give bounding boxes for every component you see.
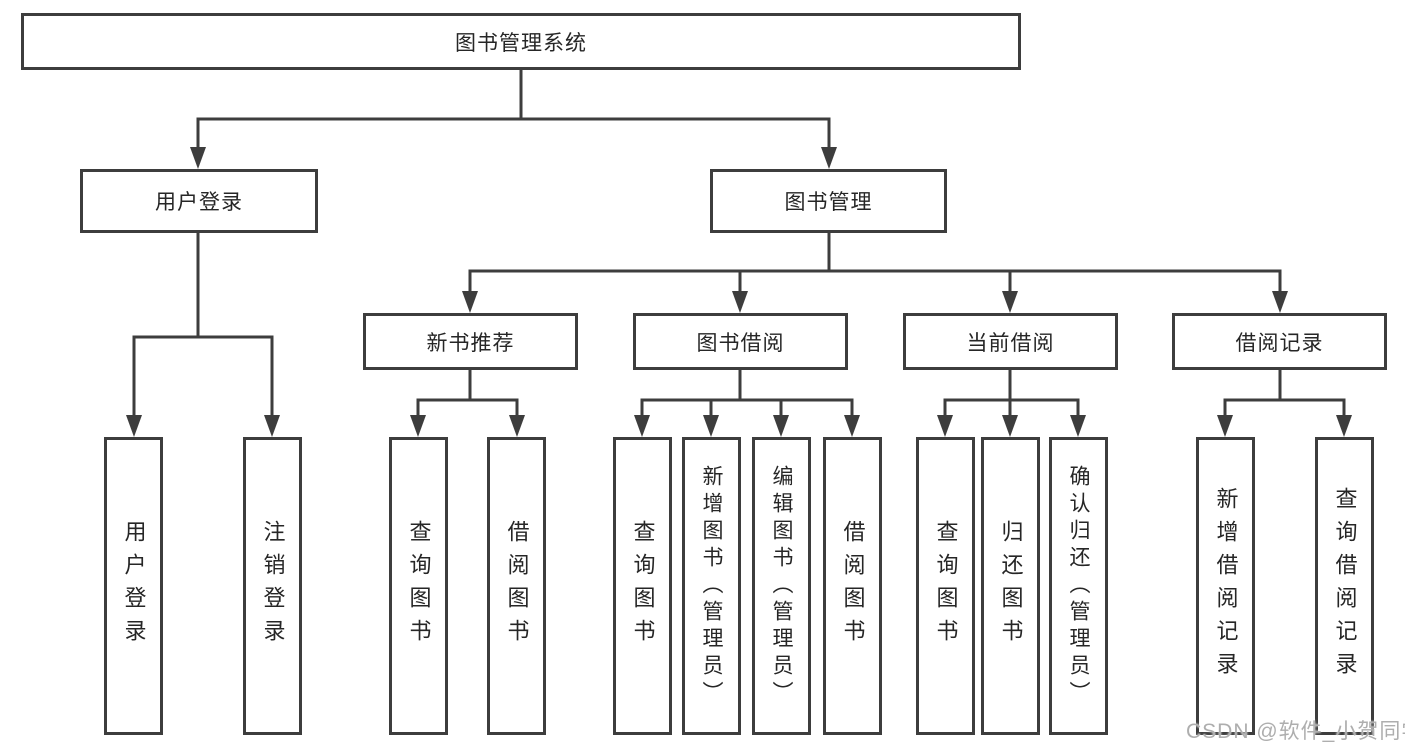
node-br-query-record: 查询借阅记录 xyxy=(1315,437,1374,735)
node-bb-edit-books-admin: 编辑图书（管理员） xyxy=(752,437,811,735)
node-label: 借阅图书 xyxy=(840,520,866,652)
node-br-add-record: 新增借阅记录 xyxy=(1196,437,1255,735)
node-label: 查询图书 xyxy=(406,520,432,652)
node-label: 当前借阅 xyxy=(966,331,1055,355)
node-book-borrow: 图书借阅 xyxy=(633,313,848,370)
node-label: 注销登录 xyxy=(260,520,286,652)
node-rec-borrow-books: 借阅图书 xyxy=(487,437,546,735)
node-bb-borrow-books: 借阅图书 xyxy=(823,437,882,735)
node-cb-return-books: 归还图书 xyxy=(981,437,1040,735)
node-current-borrow: 当前借阅 xyxy=(903,313,1118,370)
node-library-management-system: 图书管理系统 xyxy=(21,13,1021,70)
node-label: 图书借阅 xyxy=(696,331,785,355)
csdn-watermark: CSDN @软件_小贺同学 xyxy=(1186,720,1405,743)
node-book-management: 图书管理 xyxy=(710,169,947,233)
node-bb-query-books: 查询图书 xyxy=(613,437,672,735)
node-user-login-leaf: 用户登录 xyxy=(104,437,163,735)
node-new-book-recommend: 新书推荐 xyxy=(363,313,578,370)
node-borrow-record: 借阅记录 xyxy=(1172,313,1387,370)
node-label: 确认归还（管理员） xyxy=(1067,464,1090,708)
node-rec-query-books: 查询图书 xyxy=(389,437,448,735)
node-cb-confirm-return-admin: 确认归还（管理员） xyxy=(1049,437,1108,735)
node-label: 图书管理 xyxy=(784,191,873,214)
node-label: 查询借阅记录 xyxy=(1332,487,1358,685)
node-cb-query-books: 查询图书 xyxy=(916,437,975,735)
node-label: 借阅图书 xyxy=(504,520,530,652)
node-label: 用户登录 xyxy=(121,520,147,652)
node-label: 归还图书 xyxy=(998,520,1024,652)
node-bb-add-books-admin: 新增图书（管理员） xyxy=(682,437,741,735)
node-label: 借阅记录 xyxy=(1235,331,1324,355)
node-label: 编辑图书（管理员） xyxy=(770,464,793,708)
node-label: 用户登录 xyxy=(155,191,243,214)
node-label: 新书推荐 xyxy=(426,331,515,355)
node-label: 图书管理系统 xyxy=(455,31,587,55)
node-logout: 注销登录 xyxy=(243,437,302,735)
node-label: 查询图书 xyxy=(933,520,959,652)
node-label: 新增图书（管理员） xyxy=(700,464,723,708)
node-user-login: 用户登录 xyxy=(80,169,318,233)
node-label: 查询图书 xyxy=(630,520,656,652)
node-label: 新增借阅记录 xyxy=(1213,487,1239,685)
